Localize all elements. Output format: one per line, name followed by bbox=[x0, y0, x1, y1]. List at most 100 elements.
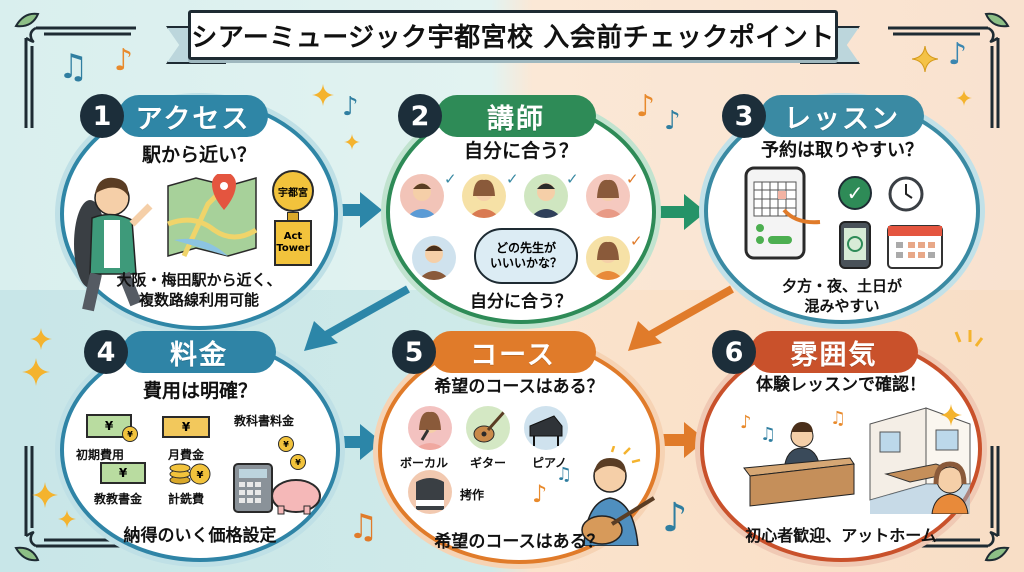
panel-header-access: 1 アクセス bbox=[80, 94, 268, 138]
banknote-icon: ¥ bbox=[162, 416, 210, 438]
sparkle-icon bbox=[22, 358, 50, 386]
bubble-line-1: どの先生が bbox=[495, 241, 556, 255]
panel-footer: 自分に合う？ bbox=[470, 292, 572, 312]
course-label: 拷作 bbox=[460, 488, 485, 502]
guitar-icon bbox=[466, 406, 510, 450]
fee-label: 月費金 bbox=[168, 448, 205, 462]
arrow-right-icon bbox=[654, 194, 706, 230]
clock-icon bbox=[888, 176, 924, 212]
number-badge: 1 bbox=[80, 94, 124, 138]
number-badge: 6 bbox=[712, 330, 756, 374]
panel-question: 駅から近い？ bbox=[141, 144, 256, 166]
reception-desk-icon: ♪ ♫ ♫ bbox=[740, 408, 855, 507]
music-note-icon: ♪ bbox=[342, 92, 359, 122]
panel-fee: 費用は明確？ ¥ ¥ 初期費用 ¥ 月費金 教科書料金 ¥ 教教書金 ¥ 計銑費… bbox=[60, 338, 340, 562]
panel-footer: 納得のいく価格設定 bbox=[123, 526, 277, 546]
station-sign-label: 宇都宮 bbox=[278, 187, 308, 199]
section-heading: 雰囲気 bbox=[750, 331, 918, 373]
panel-header-course: 5 コース bbox=[392, 330, 596, 374]
number-badge: 5 bbox=[392, 330, 436, 374]
grand-piano-icon bbox=[524, 406, 568, 450]
sparkle-icon bbox=[912, 46, 938, 72]
footer-line-2: 混みやすい bbox=[804, 297, 880, 315]
arrow-right-icon bbox=[330, 424, 382, 460]
sparkle-icon bbox=[344, 134, 360, 150]
panel-footer: 大阪・梅田駅から近く、 複数路線利用可能 bbox=[64, 270, 334, 310]
music-note-icon: ♫ bbox=[348, 507, 379, 547]
teacher-avatar-icon bbox=[586, 236, 630, 280]
footer-line-1: 大阪・梅田駅から近く、 bbox=[116, 271, 282, 289]
number-badge: 3 bbox=[722, 94, 766, 138]
music-note-icon: ♫ bbox=[58, 47, 89, 87]
sign-text-line-2: Tower bbox=[276, 243, 310, 254]
keyboard-icon bbox=[408, 470, 452, 514]
coin-icon: ¥ bbox=[290, 454, 306, 470]
section-heading: コース bbox=[430, 331, 596, 373]
music-note-icon: ♪ bbox=[948, 37, 968, 72]
music-note-icon: ♫ bbox=[556, 464, 573, 485]
station-sign-icon: 宇都宮 bbox=[272, 170, 314, 212]
fee-label: 初期費用 bbox=[76, 448, 125, 462]
smartphone-calendar-icon bbox=[744, 166, 821, 260]
teacher-avatar-icon bbox=[462, 174, 506, 218]
guitarist-icon bbox=[581, 446, 656, 546]
footer-line-2: 複数路線利用可能 bbox=[138, 291, 259, 309]
panel-question: 費用は明確？ bbox=[142, 380, 257, 402]
page-title: シアーミュージック宇都宮校 入会前チェックポイント bbox=[191, 22, 835, 53]
arrow-right-icon bbox=[654, 422, 706, 458]
panel-header-lesson: 3 レッスン bbox=[722, 94, 924, 138]
section-heading: アクセス bbox=[118, 95, 268, 137]
section-heading: 料金 bbox=[122, 331, 276, 373]
number-badge: 4 bbox=[84, 330, 128, 374]
course-label: ギター bbox=[470, 456, 507, 470]
banknote-icon: ¥ bbox=[100, 462, 146, 484]
coin-icon: ¥ bbox=[278, 436, 294, 452]
title-banner: シアーミュージック宇都宮校 入会前チェックポイント bbox=[166, 10, 860, 64]
panel-header-teacher: 2 講師 bbox=[398, 94, 596, 138]
music-note-icon: ♪ bbox=[114, 43, 134, 78]
teacher-avatar-icon bbox=[524, 174, 568, 218]
music-note-icon: ♪ bbox=[636, 89, 656, 124]
fee-label: 教科書料金 bbox=[234, 414, 295, 428]
panel-header-fee: 4 料金 bbox=[84, 330, 276, 374]
check-icon: ✓ bbox=[444, 170, 457, 188]
check-icon: ✓ bbox=[566, 170, 579, 188]
music-note-icon: ♪ bbox=[662, 495, 688, 541]
footer-line-1: 夕方・夜、土日が bbox=[781, 277, 902, 295]
act-tower-sign: Act Tower bbox=[274, 220, 312, 266]
check-icon: ✓ bbox=[626, 170, 639, 188]
arrow-right-icon bbox=[330, 192, 382, 228]
number-badge: 2 bbox=[398, 94, 442, 138]
panel-footer: 希望のコースはある？ bbox=[434, 532, 604, 552]
title-box: シアーミュージック宇都宮校 入会前チェックポイント bbox=[188, 10, 838, 60]
section-heading: レッスン bbox=[760, 95, 924, 137]
sparkle-icon bbox=[312, 84, 334, 106]
svg-text:♫: ♫ bbox=[760, 424, 776, 445]
panel-teacher: 自分に合う？ ✓ ✓ ✓ ✓ ✓ どの先生が いいいかな？ 自分に合う？ bbox=[386, 100, 656, 324]
panel-header-atmosphere: 6 雰囲気 bbox=[712, 330, 918, 374]
panel-question: 自分に合う？ bbox=[463, 140, 578, 162]
calculator-piggy-bank-icon bbox=[233, 463, 321, 515]
course-label: ピアノ bbox=[532, 456, 567, 470]
section-heading: 講師 bbox=[436, 95, 596, 137]
teacher-avatar-icon bbox=[412, 236, 456, 280]
teacher-avatar-icon bbox=[586, 174, 630, 218]
fee-label: 教教書金 bbox=[94, 492, 143, 506]
sparkle-icon bbox=[32, 482, 58, 508]
vocal-icon bbox=[408, 406, 452, 450]
coin-stack-icon: ¥ bbox=[169, 463, 211, 485]
check-circle-icon: ✓ bbox=[838, 176, 872, 210]
calendar-icon bbox=[887, 225, 943, 269]
svg-text:♪: ♪ bbox=[740, 412, 752, 433]
panel-question: 希望のコースはある？ bbox=[434, 377, 604, 397]
teacher-avatar-icon bbox=[400, 174, 444, 218]
phone-check-icon bbox=[839, 221, 871, 269]
sparkle-burst-icon bbox=[954, 330, 984, 347]
panel-question: 体験レッスンで確認！ bbox=[756, 375, 926, 395]
map-pin-icon bbox=[167, 174, 258, 258]
speech-bubble-icon: どの先生が いいいかな？ bbox=[474, 228, 578, 284]
sparkle-icon bbox=[30, 328, 52, 350]
svg-text:¥: ¥ bbox=[197, 470, 204, 481]
sign-text-line-1: Act bbox=[283, 231, 303, 242]
arrow-down-left-icon bbox=[628, 285, 734, 351]
